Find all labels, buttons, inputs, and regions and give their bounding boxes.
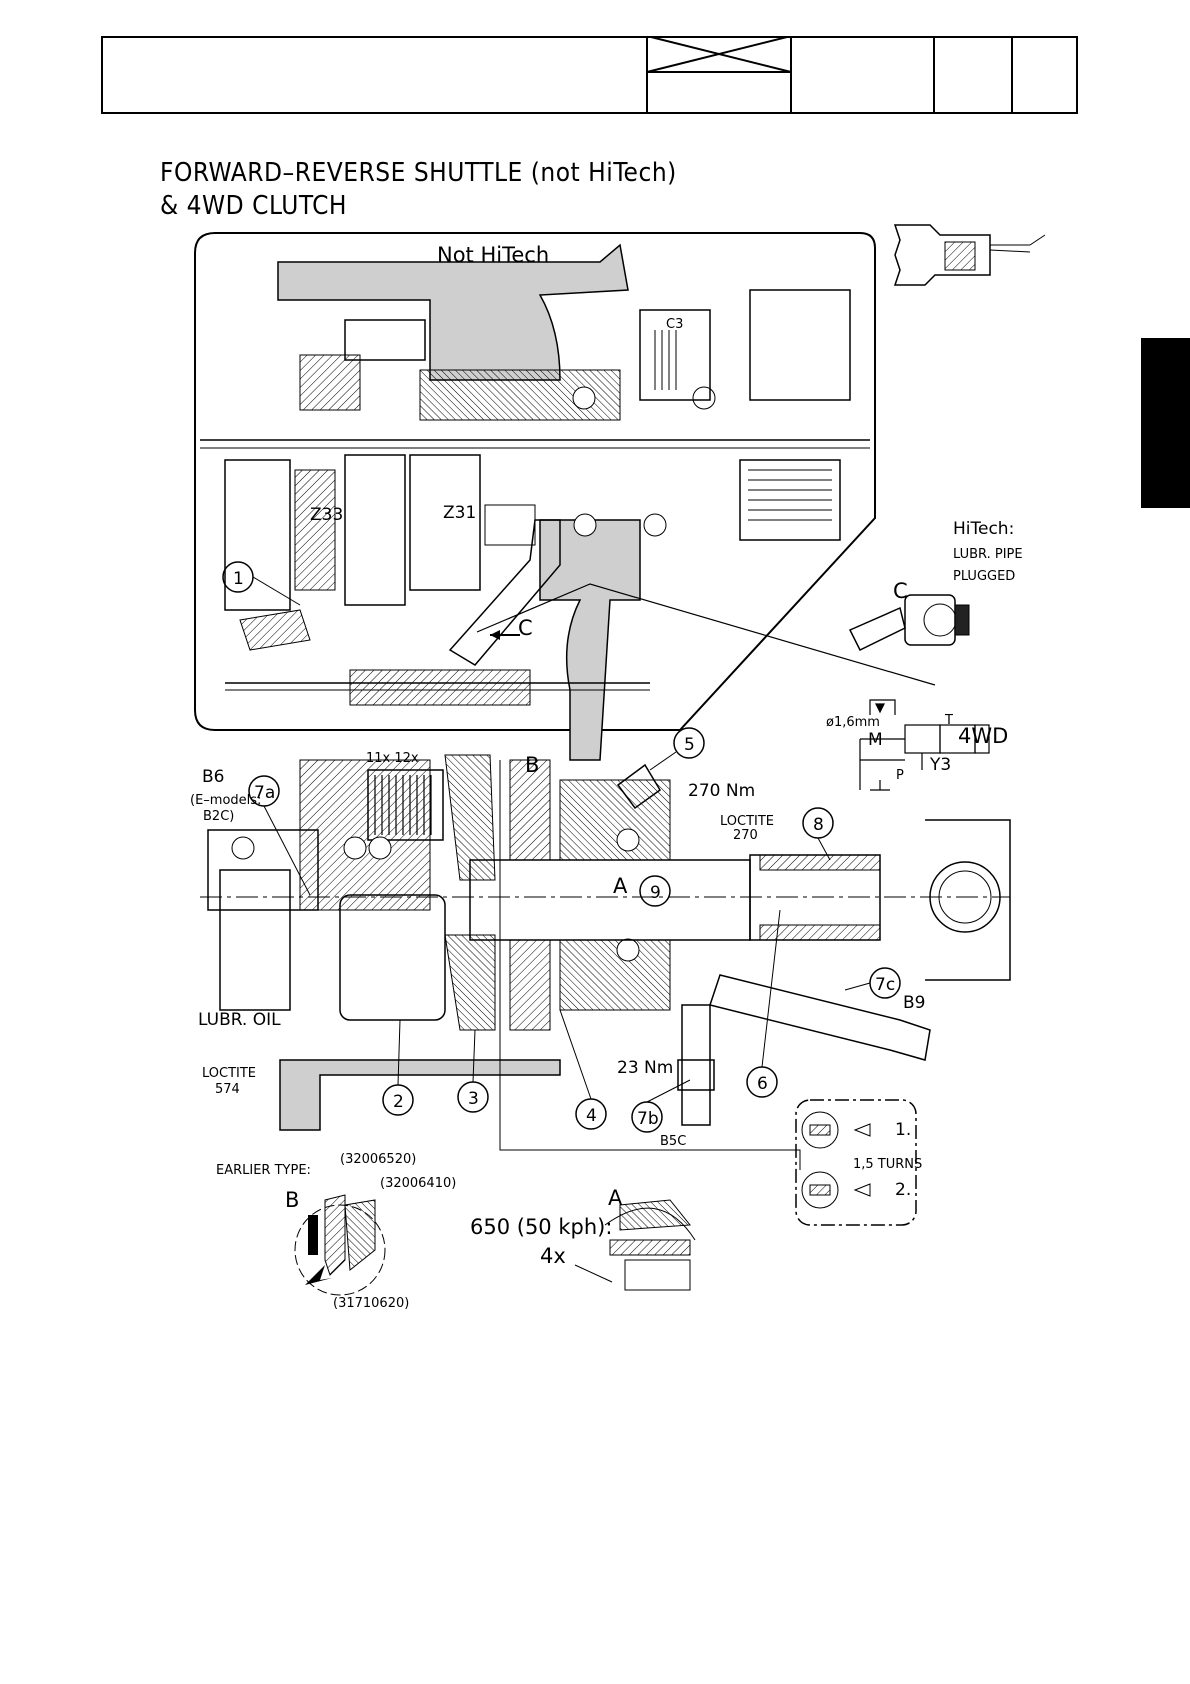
label-c3: C3: [666, 317, 683, 332]
callout-5: 5: [684, 735, 695, 755]
main-assembly: [200, 754, 1011, 1126]
label-torque-23: 23 Nm: [617, 1058, 673, 1078]
callout-7a: 7a: [254, 783, 275, 803]
label-loctite574-1: LOCTITE: [202, 1066, 256, 1081]
earlier-type-label: EARLIER TYPE:: [216, 1163, 311, 1178]
callout-6: 6: [757, 1074, 768, 1094]
header-grid: [646, 36, 1013, 114]
label-b9: B9: [903, 993, 925, 1013]
label-m: M: [868, 730, 883, 750]
label-z33: Z33: [310, 505, 343, 525]
hitech-fitting: [848, 594, 970, 652]
detail-frame: [194, 232, 876, 731]
callout-9: 9: [650, 883, 661, 903]
label-step-2: 2.: [895, 1180, 911, 1200]
label-b6: B6: [202, 767, 224, 787]
part-31710620: (31710620): [333, 1296, 409, 1311]
part-32006520: (32006520): [340, 1152, 416, 1167]
label-c-detail: C: [518, 616, 533, 640]
callout-3: 3: [468, 1089, 479, 1109]
callout-7b: 7b: [637, 1109, 659, 1129]
label-loctite270-2: 270: [733, 828, 758, 843]
hitech-line-3: PLUGGED: [953, 569, 1015, 584]
label-loctite574-2: 574: [215, 1082, 240, 1097]
label-a: A: [613, 874, 628, 898]
header-frame: [101, 36, 1078, 114]
callout-4: 4: [586, 1106, 597, 1126]
hitech-line-1: HiTech:: [953, 519, 1014, 539]
label-lubr-oil: LUBR. OIL: [198, 1010, 281, 1030]
callout-2: 2: [393, 1092, 404, 1112]
label-turns: 1,5 TURNS: [853, 1157, 922, 1172]
section-tab: [1141, 338, 1190, 508]
callout-1: 1: [233, 569, 244, 589]
label-torque-270: 270 Nm: [688, 781, 755, 801]
label-p: P: [896, 768, 904, 783]
detail-a-speed: 650 (50 kph):: [470, 1215, 612, 1239]
hydraulic-schematic: [859, 699, 990, 791]
label-e-models-2: B2C): [203, 809, 234, 824]
label-orifice: ø1,6mm: [826, 715, 880, 730]
label-t: T: [944, 713, 953, 728]
part-32006410: (32006410): [380, 1176, 456, 1191]
label-discs: 11x 12x: [366, 751, 419, 766]
detail-a-count: 4x: [540, 1244, 566, 1268]
tightening-instruction: [795, 1099, 917, 1226]
label-b: B: [525, 753, 539, 777]
hitech-line-2: LUBR. PIPE: [953, 547, 1023, 562]
title-line-1: FORWARD–REVERSE SHUTTLE (not HiTech): [160, 158, 677, 188]
earlier-type-detail: [294, 1194, 386, 1296]
label-4wd: 4WD: [958, 724, 1008, 748]
detail-a-letter: A: [608, 1186, 623, 1210]
title-line-2: & 4WD CLUTCH: [160, 191, 348, 221]
thumbnail-diagram: [893, 224, 1046, 286]
callout-8: 8: [813, 815, 824, 835]
label-c-hitech: C: [893, 579, 908, 603]
callout-7c: 7c: [875, 975, 895, 995]
label-b5c: B5C: [660, 1134, 686, 1149]
label-step-1: 1.: [895, 1120, 911, 1140]
detail-a: [574, 1199, 696, 1291]
earlier-type-letter: B: [285, 1188, 299, 1212]
housing-bottom: [279, 1059, 561, 1131]
label-e-models-1: (E–models:: [190, 793, 261, 808]
label-loctite270-1: LOCTITE: [720, 814, 774, 829]
housing-lower: [539, 519, 641, 761]
label-y3: Y3: [929, 755, 951, 775]
label-z31: Z31: [443, 503, 476, 523]
not-hitech-heading: Not HiTech: [437, 243, 549, 267]
